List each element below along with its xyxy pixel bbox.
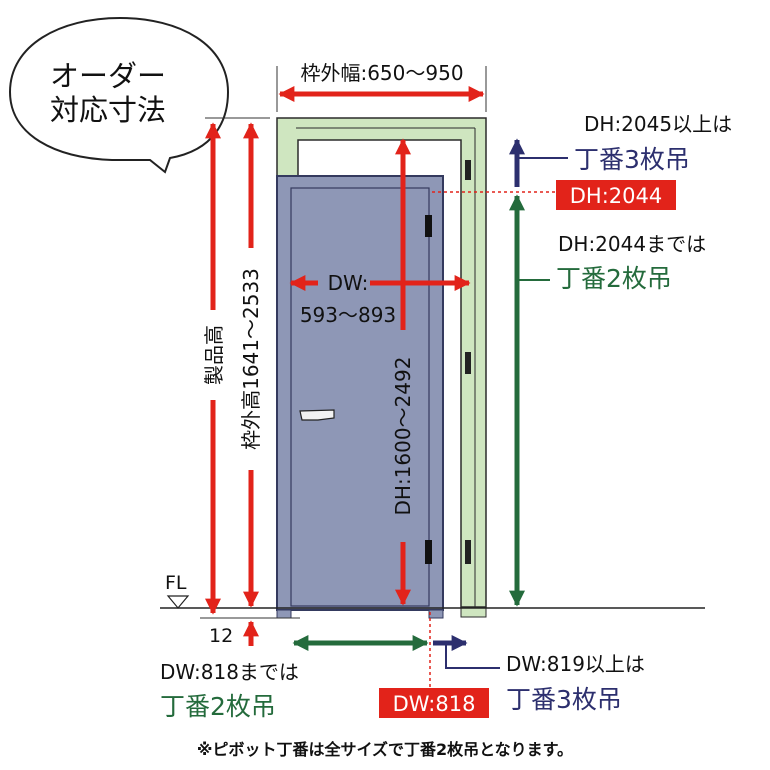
bubble-line2: 対応寸法 (50, 93, 166, 127)
door-hinge-top (425, 215, 432, 237)
dw-2hinge-label: DW:818までは (160, 660, 299, 684)
dh-3hinge-hinge: 丁番3枚吊 (574, 145, 690, 174)
door-width-label-line1: DW: (328, 271, 369, 295)
door-height-label: DH:1600〜2492 (391, 357, 415, 516)
dh-2hinge-label: DH:2044までは (558, 232, 706, 256)
frame-height-label-bg (240, 248, 262, 470)
dw-3hinge-label: DW:819以上は (506, 652, 645, 676)
door-width-label-line2: 593〜893 (300, 303, 396, 327)
dh-3hinge-label: DH:2045以上は (584, 112, 732, 136)
door-foot-right (428, 609, 444, 619)
dh-threshold-badge: DH:2044 (570, 184, 662, 208)
frame-hinge-top (465, 160, 471, 180)
frame-bottom-foot (460, 606, 487, 618)
frame-width-label: 枠外幅:650〜950 (300, 61, 463, 85)
dh-2hinge-hinge: 丁番2枚吊 (556, 264, 672, 293)
door-handle (299, 409, 335, 421)
frame-hinge-bottom (465, 540, 471, 564)
door-foot-left (276, 609, 292, 619)
bubble-line1: オーダー (50, 59, 166, 93)
dw-3hinge-hinge: 丁番3枚吊 (506, 685, 622, 714)
footnote: ※ピボット丁番は全サイズで丁番2枚吊となります。 (197, 740, 573, 759)
frame-hinge-mid (465, 352, 471, 374)
dw-3hinge-leader (445, 643, 500, 669)
product-height-label: 製品高 (202, 325, 226, 385)
door-hinge-bottom (425, 540, 432, 564)
floor-label: FL (165, 572, 187, 594)
order-size-bubble: オーダー 対応寸法 (8, 16, 230, 174)
gap-label: 12 (209, 625, 233, 647)
door-height-label-bg (392, 330, 414, 542)
dw-threshold-badge-bg (379, 688, 489, 718)
door (276, 175, 444, 619)
door-width-label-bg (318, 266, 370, 300)
dw-2hinge-hinge: 丁番2枚吊 (160, 692, 276, 721)
dw-threshold-badge: DW:818 (393, 692, 476, 716)
dh-threshold-badge-bg (556, 180, 676, 210)
product-height-label-bg (202, 310, 224, 400)
floor-symbol (166, 595, 190, 609)
bubble-shape (8, 16, 230, 174)
frame-height-label: 枠外高1641〜2533 (239, 268, 263, 450)
